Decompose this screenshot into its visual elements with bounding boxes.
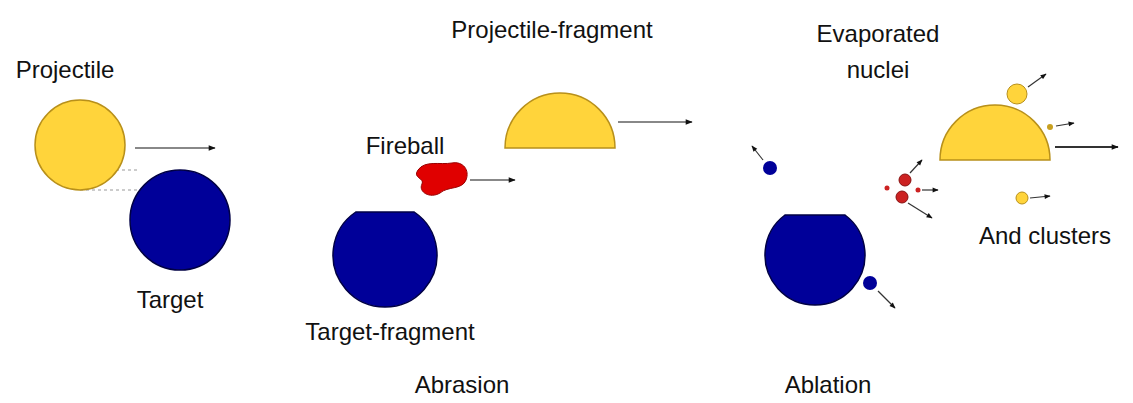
part-label: Evaporated nuclei: [803, 16, 953, 88]
motion-arrow: [1056, 123, 1074, 126]
part-label: Target-fragment: [305, 314, 474, 350]
motion-arrow: [618, 121, 692, 123]
projectile-nucleus: [35, 100, 125, 190]
target-fragment-shape: [333, 212, 437, 307]
motion-arrow: [752, 146, 763, 160]
target-fragment-shape: [765, 215, 865, 305]
cluster: [916, 188, 921, 193]
motion-arrow: [470, 179, 515, 181]
evaporated-nucleus: [1007, 84, 1027, 104]
motion-arrow: [922, 189, 938, 190]
evaporated-nucleus: [1016, 192, 1028, 204]
evaporated-nucleus: [1047, 124, 1053, 130]
part-label: Projectile-fragment: [451, 12, 652, 48]
evaporated-nucleon: [863, 276, 877, 290]
projectile-fragment-shape: [505, 93, 615, 148]
cluster: [896, 191, 908, 203]
part-label: And clusters: [979, 218, 1111, 254]
motion-arrow: [135, 147, 215, 149]
motion-arrow: [1055, 146, 1118, 148]
motion-arrow: [910, 160, 922, 173]
evaporated-nucleon: [763, 161, 777, 175]
target-nucleus: [130, 170, 230, 270]
motion-arrow: [1028, 74, 1046, 87]
projectile-fragment-shape: [940, 105, 1050, 160]
stage-label: Abrasion: [415, 367, 510, 403]
part-label: Projectile: [16, 52, 115, 88]
fireball-shape: [416, 163, 467, 196]
part-label: Target: [137, 282, 204, 318]
part-label: Fireball: [366, 128, 445, 164]
cluster: [899, 174, 911, 186]
motion-arrow: [878, 291, 895, 308]
cluster: [885, 186, 890, 191]
motion-arrow: [908, 203, 932, 218]
stage-label: Ablation: [785, 367, 872, 403]
motion-arrow: [1030, 196, 1050, 198]
